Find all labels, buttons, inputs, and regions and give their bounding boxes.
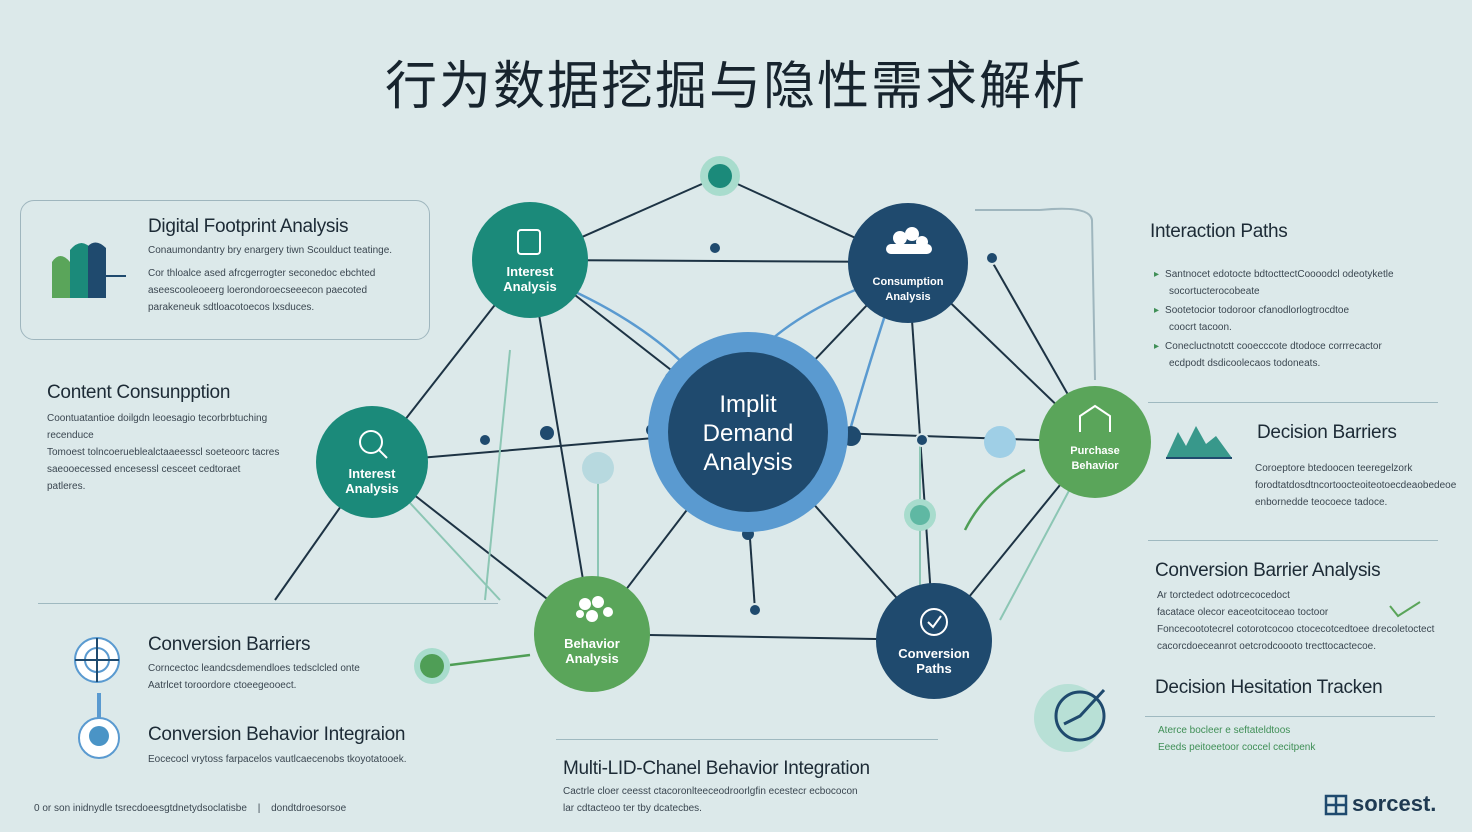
divider <box>1148 402 1438 403</box>
multi-channel-text: Cactrle cloer ceesst ctacoronlteeceodroo… <box>563 786 858 814</box>
dot <box>420 654 444 678</box>
node-interest-top <box>472 202 588 318</box>
interaction-paths-list: ▸Santnocet edotocte bdtocttectCoooodcl o… <box>1154 266 1424 372</box>
dot <box>748 603 762 617</box>
digital-footprint-card <box>20 200 430 340</box>
node-consumption <box>848 203 968 323</box>
divider <box>1148 540 1438 541</box>
conversion-barriers-heading: Conversion Barriers <box>148 634 311 655</box>
gauge-icon <box>1034 684 1106 752</box>
decision-barriers-heading: Decision Barriers <box>1257 422 1397 443</box>
connector <box>484 349 511 601</box>
bar-chart-illustration <box>52 242 126 298</box>
checkmark-icon <box>1389 601 1421 618</box>
center-node-label: Implit Demand Analysis <box>702 391 794 476</box>
node-interest-left-label: Interest Analysis <box>345 466 399 496</box>
dot <box>915 433 929 447</box>
dot <box>708 241 722 255</box>
dot <box>478 433 492 447</box>
node-interest-left <box>316 406 428 518</box>
footer-note: 0 or son inidnydle tsrecdoeesgtdnetydsoc… <box>34 803 347 814</box>
content-consumption-text: Coontuatantioe doilgdn leoesagio tecorbr… <box>47 413 280 492</box>
connector <box>1039 207 1096 381</box>
target-icon <box>74 637 120 683</box>
bullet-icon: ▸ <box>1154 269 1160 280</box>
bullet-icon: ▸ <box>1154 341 1160 352</box>
check-circle-icon <box>920 608 948 636</box>
list-item: ▸Santnocet edotocte bdtocttectCoooodcl o… <box>1154 269 1394 280</box>
list-item: ▸Conecluctnotctt cooecccote dtodoce corr… <box>1154 341 1382 352</box>
dot <box>985 251 999 265</box>
conversion-behavior-text: Eocecocl vrytoss farpacelos vautlcaeceno… <box>148 754 407 765</box>
node-conversion <box>876 583 992 699</box>
logo-mark <box>1324 794 1348 816</box>
conversion-barrier-analysis-text: Ar torctedect odotrcecocedoct facatace o… <box>1157 590 1435 652</box>
lightbulb-icon <box>78 693 120 759</box>
node-behavior-bottom-label: Behavior Analysis <box>564 636 620 666</box>
conversion-behavior-heading: Conversion Behavior Integraion <box>148 724 406 745</box>
node-consumption-label: Consumption Analysis <box>872 276 944 303</box>
arrow-connector <box>449 653 531 667</box>
dot <box>984 426 1016 458</box>
divider <box>38 603 498 604</box>
node-behavior-bottom <box>534 576 650 692</box>
house-icon <box>1079 404 1111 432</box>
center-node <box>668 352 828 512</box>
document-icon <box>517 229 541 255</box>
connector <box>529 259 593 635</box>
cluster-icon <box>576 596 613 622</box>
decision-barriers-text: Coroeptore btedoocen teeregelzork forodt… <box>1255 463 1457 508</box>
dot <box>582 452 614 484</box>
bullet-icon: ▸ <box>1154 305 1160 316</box>
dot <box>910 505 930 525</box>
check-mark-icon <box>927 615 942 629</box>
small-dots <box>414 156 1016 684</box>
decision-hesitation-text: Aterce bocleer e seftateldtoos Eeeds pei… <box>1158 725 1316 753</box>
digital-footprint-heading: Digital Footprint Analysis <box>148 216 349 237</box>
connector <box>529 259 909 263</box>
dot <box>708 164 732 188</box>
conversion-barriers-text: Corncectoc leandcsdemendloes tedsclcled … <box>148 663 360 691</box>
node-interest-top-label: Interest Analysis <box>503 264 557 294</box>
node-conversion-label: Conversion Paths <box>898 646 970 676</box>
node-behavior-right <box>1039 386 1151 498</box>
digital-footprint-text: Conaumondantry bry enargery tiwn Scouldu… <box>148 245 393 313</box>
mountain-chart-icon <box>1166 426 1232 459</box>
interaction-paths-heading: Interaction Paths <box>1150 221 1288 242</box>
divider <box>556 739 938 740</box>
dot <box>538 424 556 442</box>
conversion-barrier-analysis-heading: Conversion Barrier Analysis <box>1155 560 1381 581</box>
people-icon <box>886 227 932 254</box>
brand-logo: sorcest. <box>1352 791 1437 816</box>
arrow-connector <box>963 468 1026 531</box>
green-arrow-lines <box>449 468 1026 667</box>
node-behavior-right-label: Purchase Behavior <box>1070 445 1120 472</box>
search-icon-handle <box>378 449 388 459</box>
content-consumption-heading: Content Consunpption <box>47 382 231 403</box>
decision-hesitation-heading: Decision Hesitation Tracken <box>1155 677 1383 698</box>
list-item: ▸Sootetocior todoroor cfanodlorlogtrocdt… <box>1154 305 1350 316</box>
connector <box>559 283 691 371</box>
connector <box>848 299 892 431</box>
multi-channel-heading: Multi-LID-Chanel Behavior Integration <box>563 758 870 779</box>
divider <box>1145 716 1435 717</box>
search-icon <box>359 430 383 454</box>
page-title: 行为数据挖掘与隐性需求解析 <box>384 57 1087 117</box>
